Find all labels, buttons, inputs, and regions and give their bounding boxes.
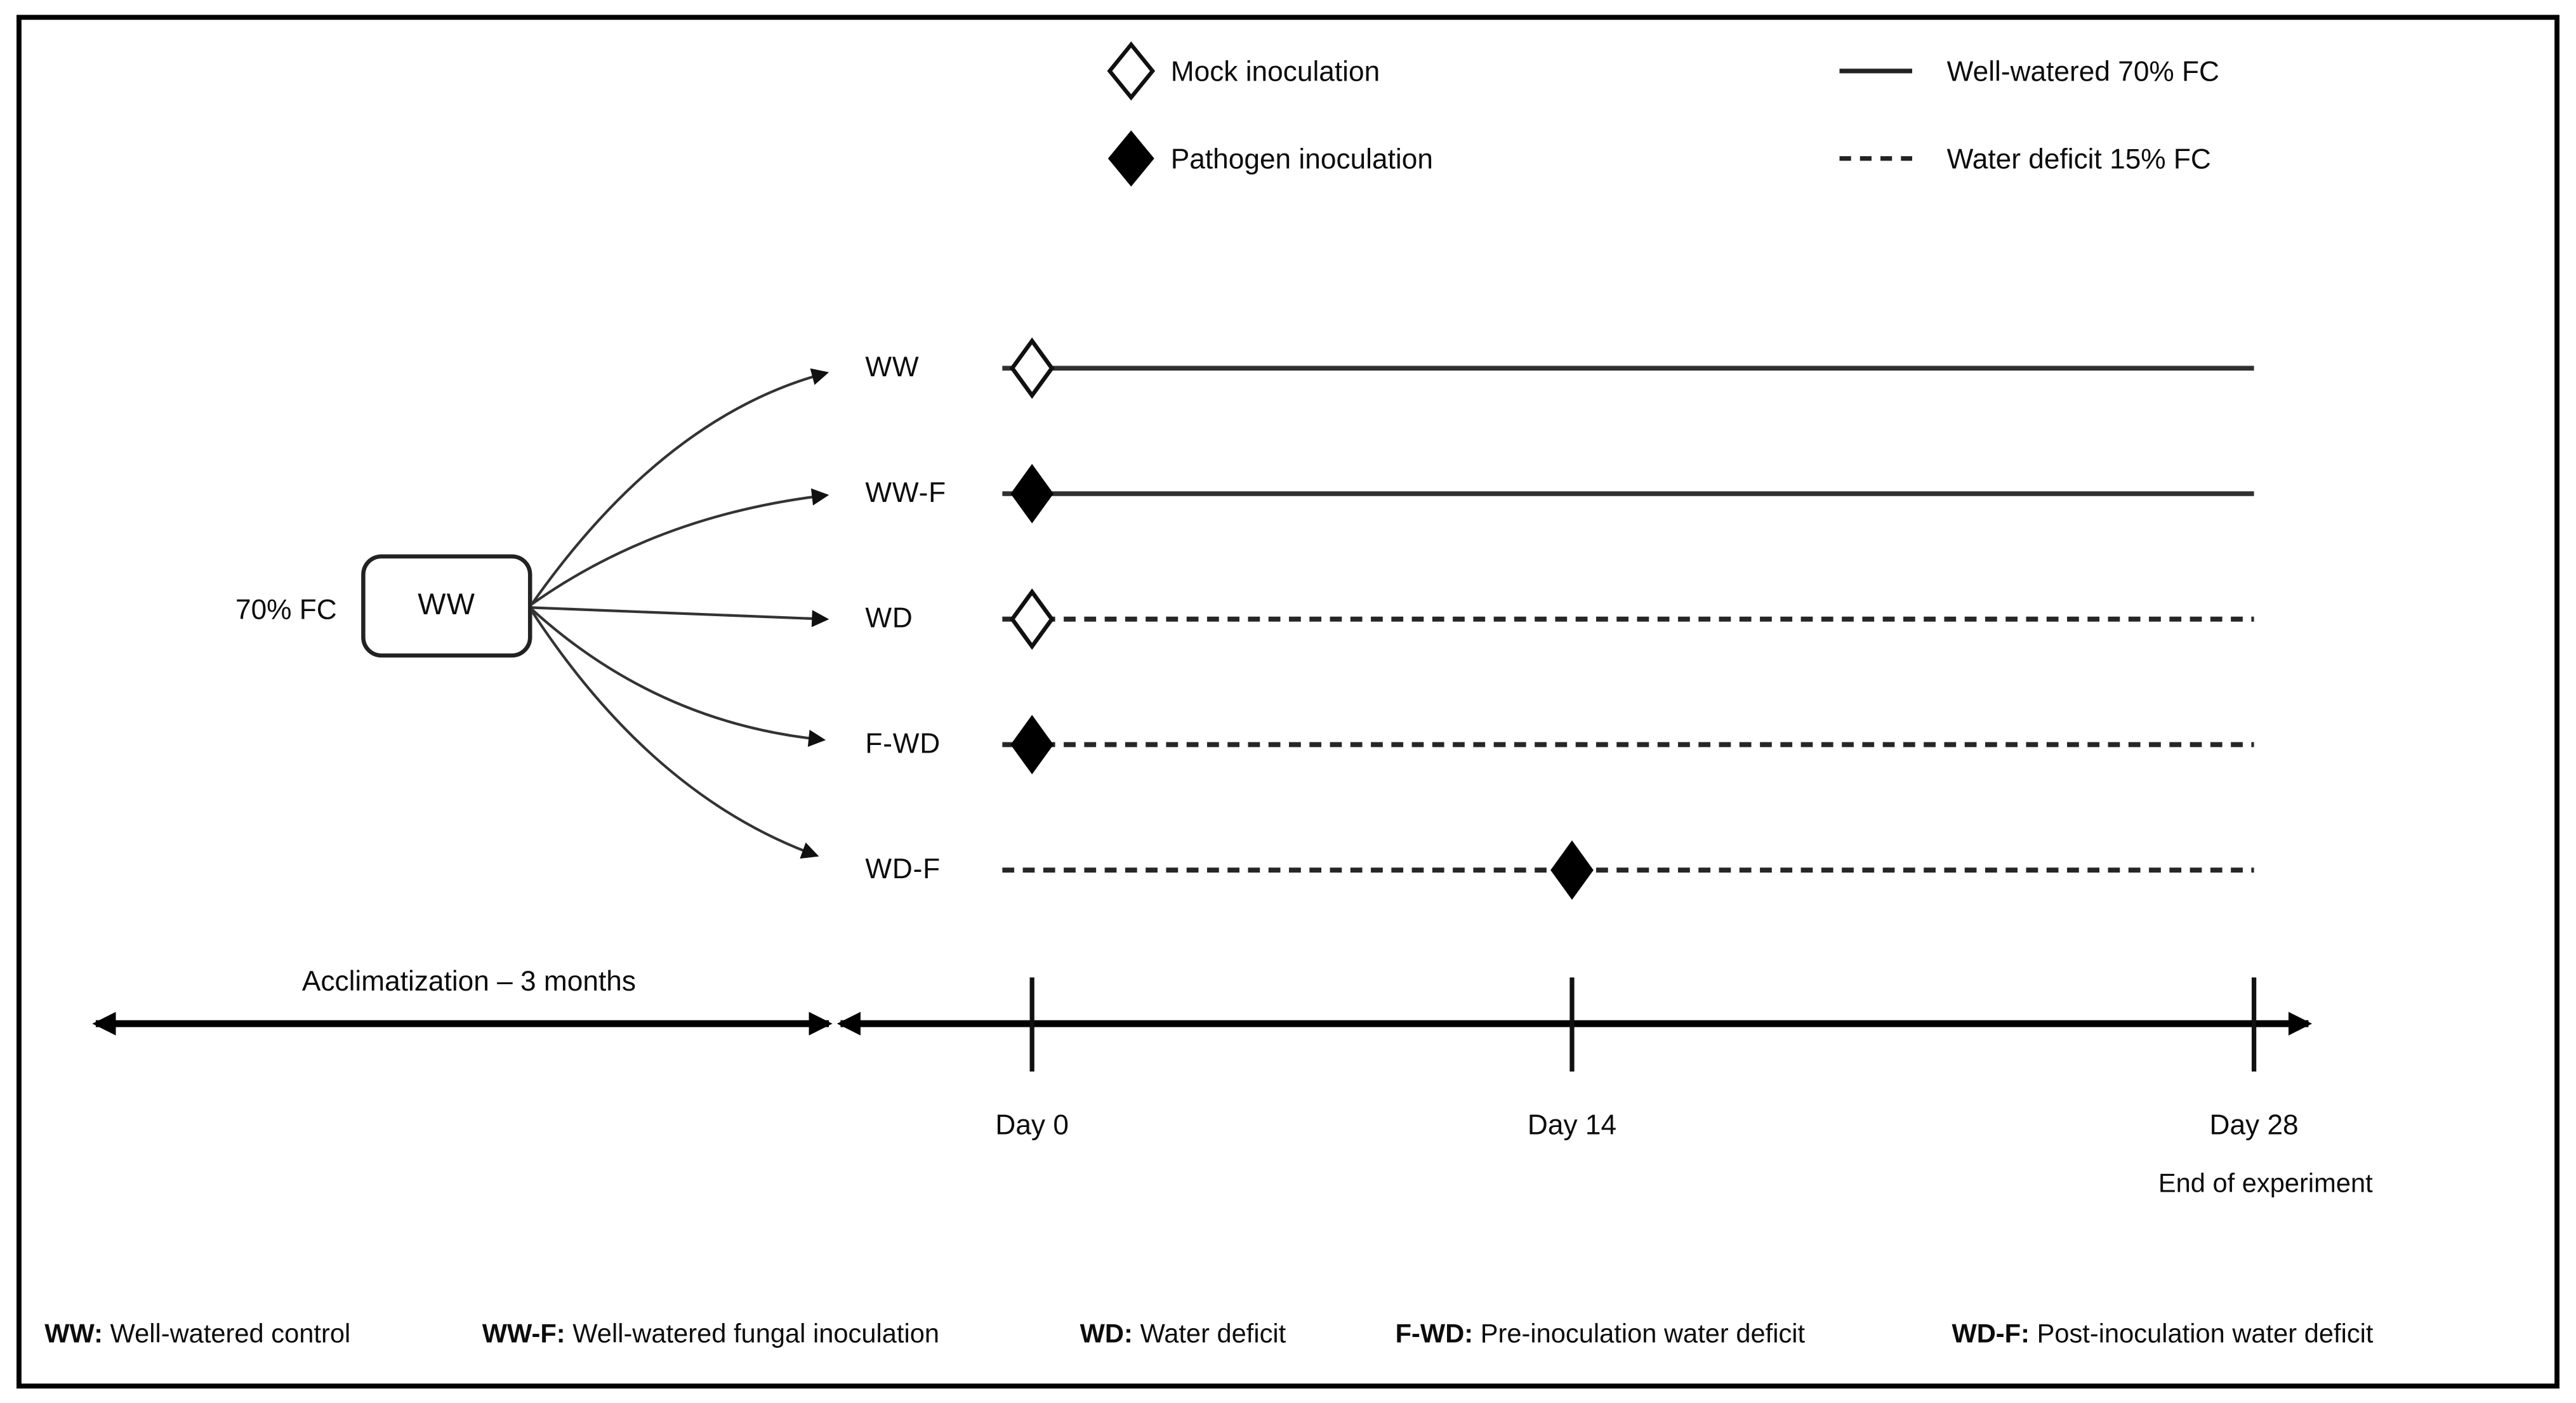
ww-mock-diamond-icon — [1009, 337, 1055, 399]
legend-well-watered-label: Well-watered 70% FC — [1946, 56, 2220, 88]
legend-water-deficit-label: Water deficit 15% FC — [1946, 143, 2211, 175]
f-wd-pathogen-diamond-icon — [1010, 715, 1054, 775]
treatment-label-f-wd: F-WD — [865, 728, 941, 760]
abbr-ww-definition: Well-watered control — [110, 1321, 351, 1349]
source-box — [361, 554, 532, 658]
arrow-to-ww — [531, 368, 829, 605]
day28-label: Day 28 — [2209, 1109, 2299, 1141]
wd-mock-diamond-icon — [1009, 588, 1055, 650]
day0-label: Day 0 — [995, 1109, 1069, 1141]
wd-f-pathogen-diamond-icon — [1550, 840, 1594, 900]
abbr-wd-f: WD-F: Post-inoculation water deficit — [1952, 1317, 2373, 1352]
source-box-label: WW — [418, 588, 476, 621]
arrow-to-ww-f — [531, 488, 829, 605]
treatment-label-wd: WD — [865, 602, 913, 635]
abbr-wd-definition: Water deficit — [1140, 1321, 1286, 1349]
legend-pathogen-label: Pathogen inoculation — [1170, 143, 1433, 175]
arrow-to-f-wd — [531, 608, 826, 747]
acclimatization-label: Acclimatization – 3 months — [301, 966, 636, 998]
source-fc-annotation: 70% FC — [235, 594, 337, 626]
treatment-label-wd-f: WD-F — [865, 853, 941, 885]
abbr-f-wd-term: F-WD: — [1395, 1321, 1474, 1349]
abbr-ww-term: WW: — [44, 1321, 103, 1349]
abbr-ww-f: WW-F: Well-watered fungal inoculation — [482, 1317, 939, 1352]
pathogen-inoculation-icon — [1107, 130, 1154, 187]
treatment-label-ww-f: WW-F — [865, 477, 946, 509]
mock-inoculation-icon — [1107, 41, 1156, 101]
abbr-wd: WD: Water deficit — [1080, 1317, 1286, 1352]
arrow-to-wd-f — [531, 610, 819, 859]
abbr-wd-f-definition: Post-inoculation water deficit — [2037, 1321, 2374, 1349]
ww-f-pathogen-diamond-icon — [1010, 464, 1054, 524]
treatment-label-ww: WW — [865, 352, 920, 383]
day14-label: Day 14 — [1527, 1109, 1617, 1141]
abbr-ww: WW: Well-watered control — [44, 1317, 350, 1352]
abbr-f-wd: F-WD: Pre-inoculation water deficit — [1396, 1317, 1806, 1352]
legend-mock-label: Mock inoculation — [1170, 56, 1380, 88]
end-of-experiment-label: End of experiment — [2158, 1170, 2373, 1199]
abbr-ww-f-term: WW-F: — [482, 1321, 565, 1349]
abbr-f-wd-definition: Pre-inoculation water deficit — [1480, 1321, 1806, 1349]
abbr-wd-term: WD: — [1080, 1321, 1133, 1349]
abbr-wd-f-term: WD-F: — [1952, 1321, 2030, 1349]
abbr-ww-f-definition: Well-watered fungal inoculation — [572, 1321, 940, 1349]
arrow-to-wd — [531, 606, 829, 628]
